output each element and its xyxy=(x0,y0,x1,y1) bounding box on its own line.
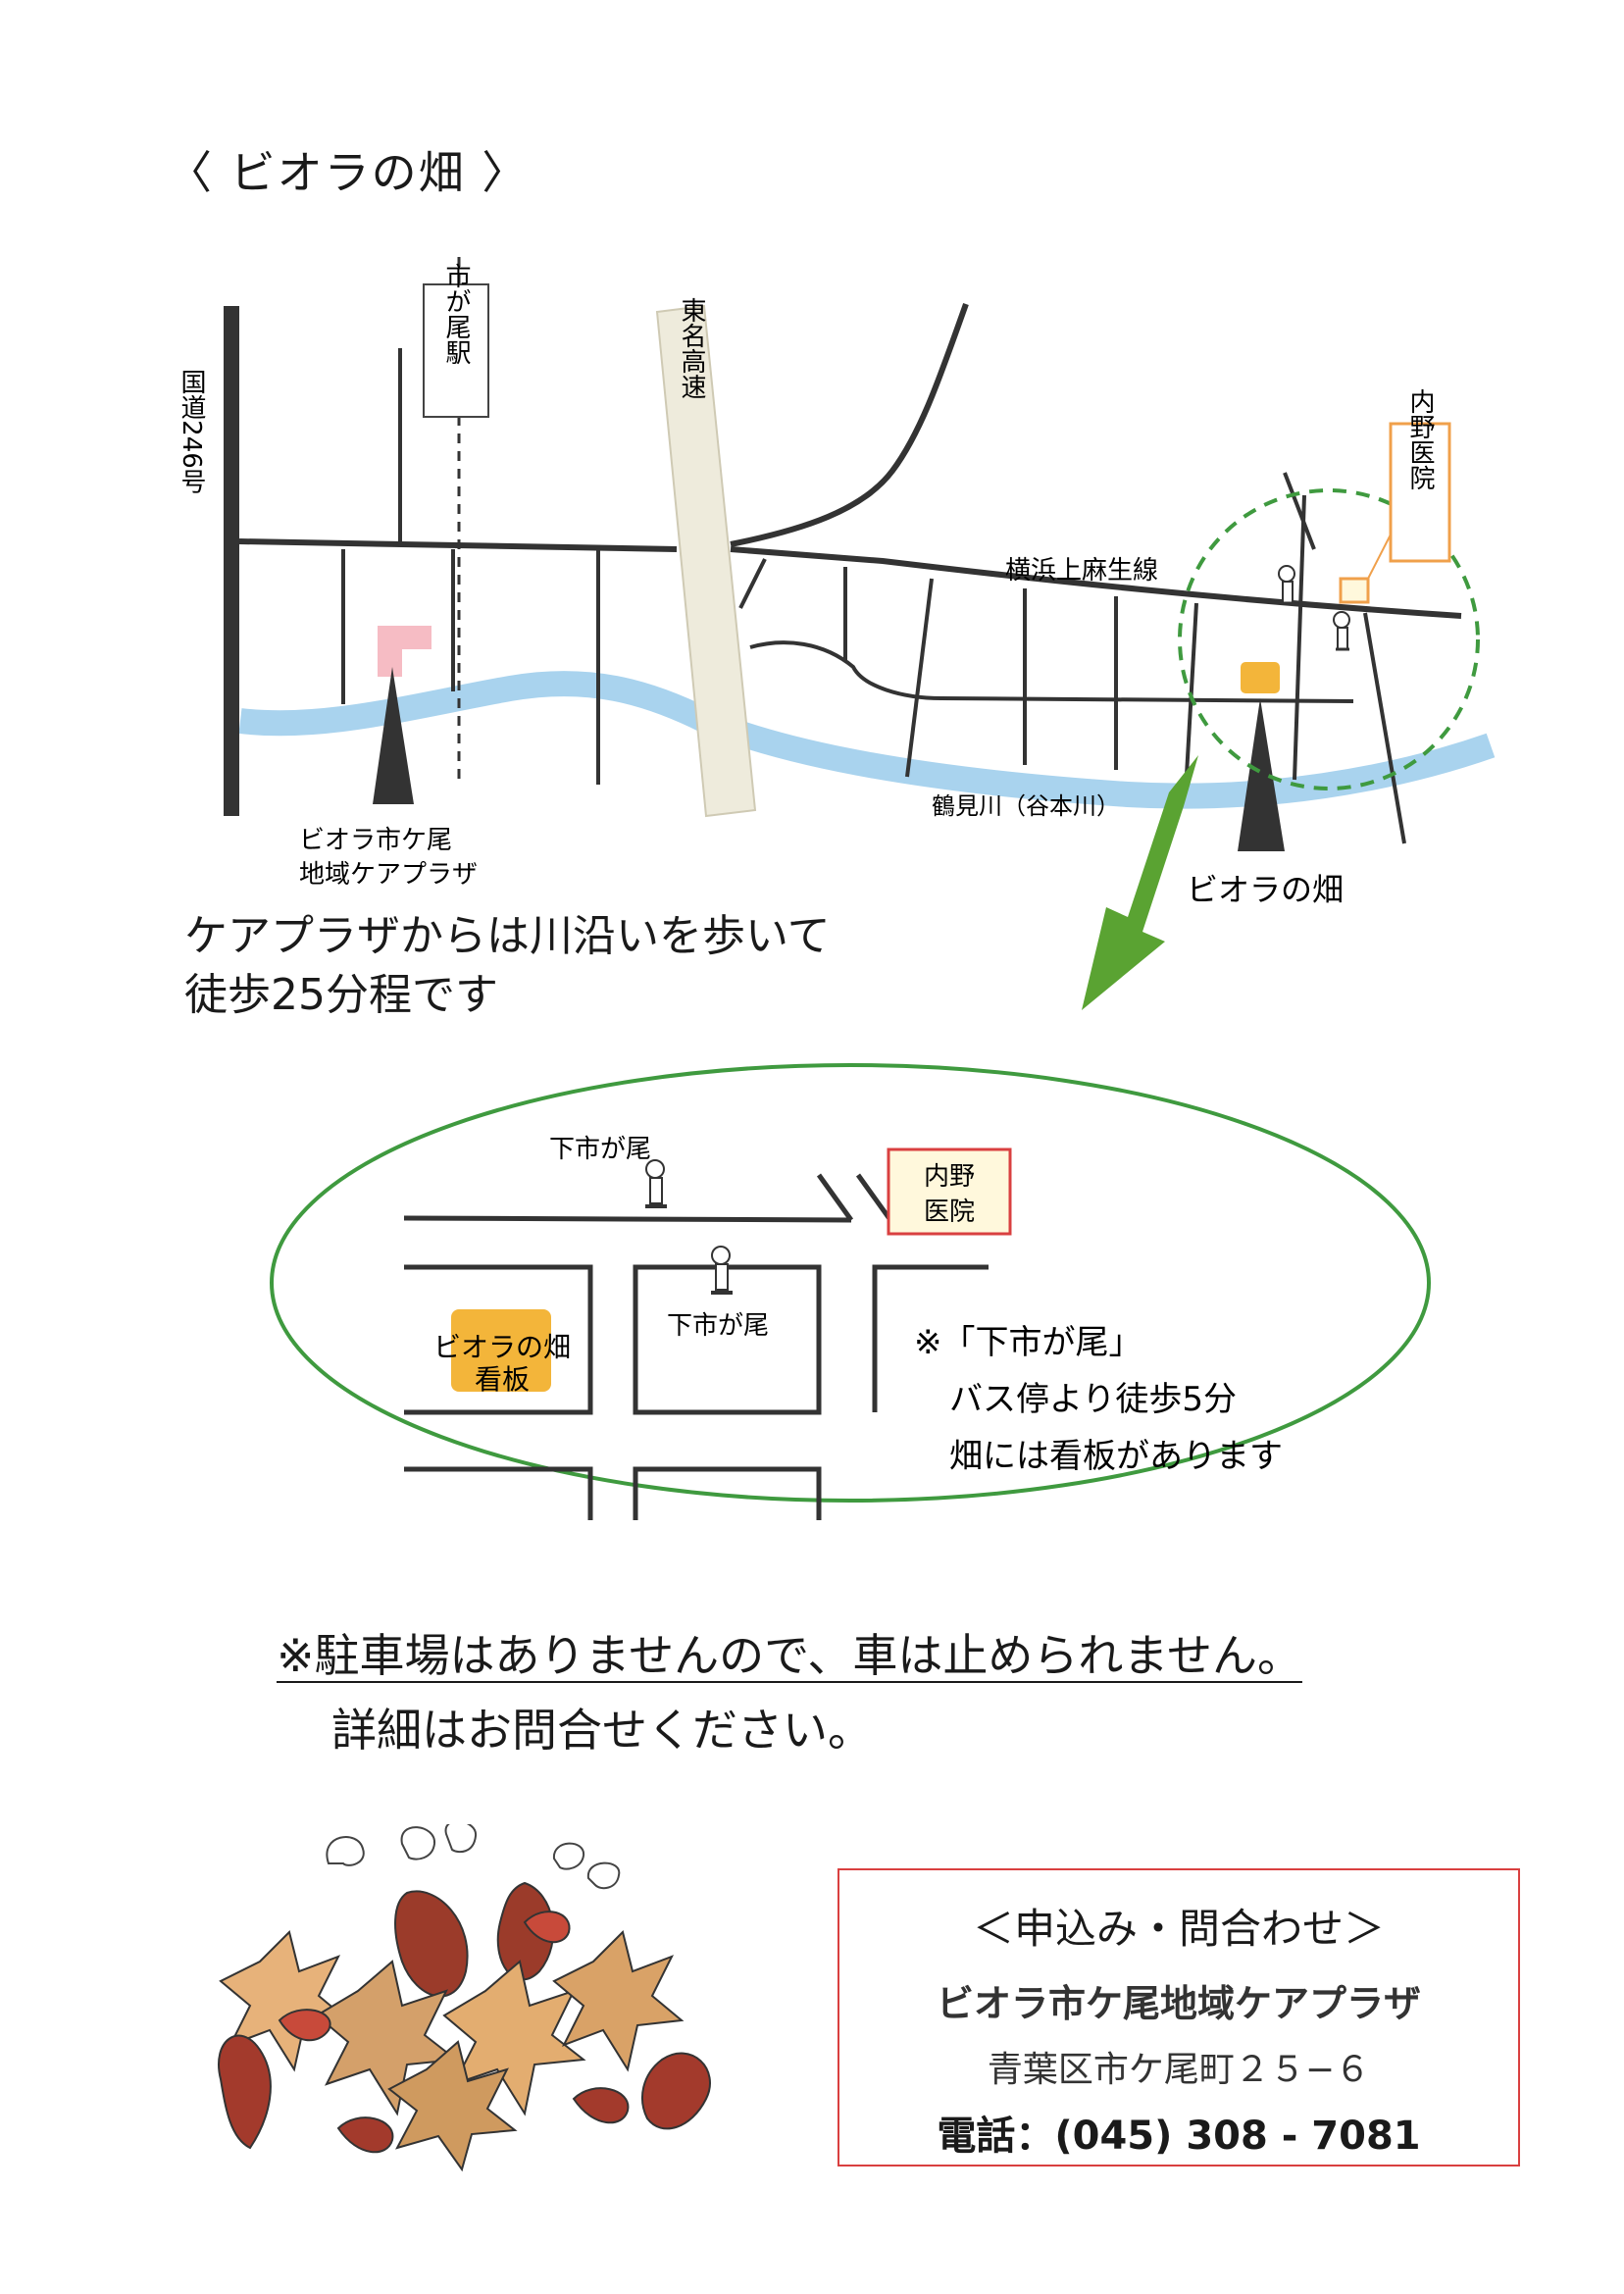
parking-warning: ※駐車場はありませんので、車は止められません。 詳細はお問合せください。 xyxy=(277,1618,1302,1767)
contact-phone[interactable]: 電話：(045) 308 - 7081 xyxy=(937,2114,1421,2159)
clinic-box xyxy=(1389,422,1451,563)
main-road xyxy=(238,538,1462,619)
walking-note-line-1: ケアプラザからは川沿いを歩いて xyxy=(184,911,831,961)
clinic-box xyxy=(887,1147,1012,1236)
page-title: 〈 ビオラの畑 〉 xyxy=(167,146,530,199)
care-plaza-marker xyxy=(378,626,431,677)
plaza-pointer xyxy=(373,667,414,804)
detail-roads xyxy=(403,1173,989,1520)
contact-box: ＜申込み・問合わせ＞ ビオラ市ケ尾地域ケアプラザ 青葉区市ケ尾町２５−６ 電話：… xyxy=(837,1868,1520,2167)
plaza-label-2: 地域ケアプラザ xyxy=(299,860,478,890)
steam-icon xyxy=(326,1824,621,1890)
sweet-potato-icon xyxy=(394,1881,555,1998)
overview-map: 市が尾駅 国道246号 東名高速 横浜上麻生線 鶴見川（谷本川） ビオラ市ケ尾 … xyxy=(177,257,1496,1010)
walking-note-line-2: 徒歩25分程です xyxy=(184,970,498,1020)
detail-note-2: バス停より徒歩5分 xyxy=(949,1380,1237,1419)
clinic-label-2: 医院 xyxy=(924,1198,975,1227)
sign-label-2: 看板 xyxy=(475,1363,530,1396)
bus-stop-icon xyxy=(711,1246,733,1295)
river xyxy=(238,671,1496,809)
sign-marker xyxy=(451,1309,551,1392)
busstop-label-top: 下市が尾 xyxy=(549,1135,651,1164)
zoom-circle xyxy=(1178,488,1480,790)
station-box xyxy=(423,283,489,418)
detail-note-1: ※「下市が尾」 xyxy=(914,1323,1142,1362)
field-marker xyxy=(1241,662,1280,693)
clinic-label: 内野医院 xyxy=(1405,388,1435,490)
north-road xyxy=(730,302,969,547)
bus-stop-icon xyxy=(1278,565,1295,605)
parking-warning-line-2: 詳細はお問合せください。 xyxy=(331,1704,873,1757)
contact-address: 青葉区市ケ尾町２５−６ xyxy=(987,2050,1371,2090)
clinic-leader xyxy=(1367,534,1392,580)
field-pointer xyxy=(1238,698,1285,851)
expressway xyxy=(655,304,757,818)
bus-stop-icon xyxy=(1333,611,1350,651)
contact-heading: ＜申込み・問合わせ＞ xyxy=(972,1905,1385,1953)
route-246-road xyxy=(224,306,239,816)
field-label: ビオラの畑 xyxy=(1187,871,1344,908)
zoom-arrow-icon xyxy=(1082,755,1198,1010)
river-label: 鶴見川（谷本川） xyxy=(932,792,1120,820)
sign-label-1: ビオラの畑 xyxy=(433,1331,571,1363)
autumn-leaves-illustration xyxy=(218,1824,711,2172)
minor-roads xyxy=(341,348,1406,844)
expressway-label: 東名高速 xyxy=(677,297,706,399)
station-label: 市が尾駅 xyxy=(441,263,471,365)
clinic-label-1: 内野 xyxy=(924,1162,975,1192)
maple-leaf-icon xyxy=(219,1930,685,2172)
route-246-label: 国道246号 xyxy=(177,369,206,494)
road-label: 横浜上麻生線 xyxy=(1005,556,1158,586)
clinic-marker xyxy=(1339,577,1370,604)
detail-ellipse xyxy=(270,1063,1431,1503)
detail-note-3: 畑には看板があります xyxy=(949,1437,1283,1476)
busstop-label-mid: 下市が尾 xyxy=(667,1311,769,1341)
parking-warning-line-1: ※駐車場はありませんので、車は止められません。 xyxy=(277,1629,1302,1682)
walking-note: ケアプラザからは川沿いを歩いて 徒歩25分程です xyxy=(184,907,831,1025)
detail-map: 下市が尾 下市が尾 内野 医院 ビオラの畑 看板 ※「下市が尾」 バス停より徒歩… xyxy=(270,1063,1431,1520)
contact-organization: ビオラ市ケ尾地域ケアプラザ xyxy=(936,1982,1421,2025)
bus-stop-icon xyxy=(645,1159,667,1208)
plaza-label-1: ビオラ市ケ尾 xyxy=(299,826,452,855)
red-leaf-icon xyxy=(218,1911,711,2154)
